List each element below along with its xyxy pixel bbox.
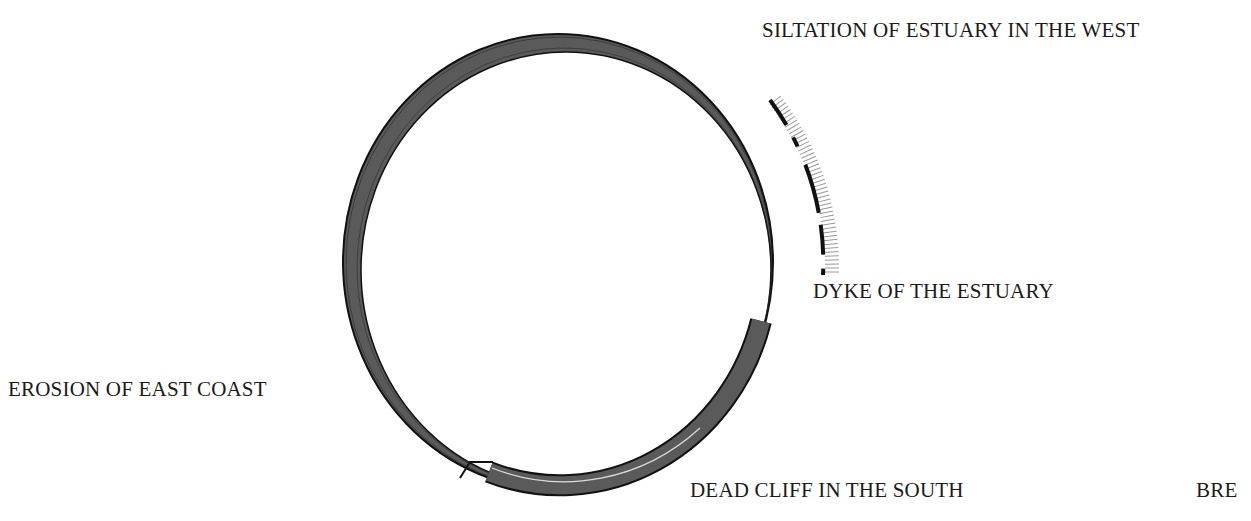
south-band [489, 321, 761, 485]
region-label: DEAD CLIFF IN THE SOUTH [690, 478, 964, 502]
dead-cliff-end [460, 462, 493, 478]
south-band-outline [489, 321, 761, 485]
sketch-stroke [346, 37, 772, 489]
ring-outer [343, 34, 773, 490]
region-label: EROSION OF EAST COAST [8, 377, 267, 401]
dyke-line [770, 100, 823, 275]
dead-cliff-edge [492, 428, 700, 482]
region-label: DYKE OF THE ESTUARY [813, 279, 1054, 303]
region-label: BRE [1196, 478, 1237, 502]
sketch-stroke [357, 48, 771, 488]
region-label: SILTATION OF ESTUARY IN THE WEST [762, 18, 1139, 42]
ring-inner [361, 52, 771, 488]
